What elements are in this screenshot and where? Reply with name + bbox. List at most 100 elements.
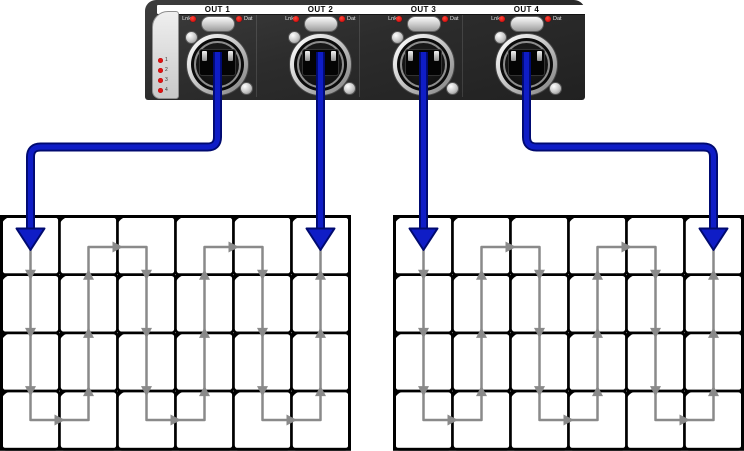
chain-arrow-icon: [83, 269, 94, 280]
led-panel: [290, 215, 351, 277]
panel-corner-notch-icon: [291, 274, 304, 285]
chain-arrow-icon: [228, 241, 239, 253]
chain-arrow-icon: [54, 414, 65, 426]
chain-arrow-icon: [141, 327, 152, 339]
led-panel: [683, 389, 744, 451]
cable-arrow-icon: [305, 227, 336, 251]
led-panel: [451, 215, 512, 277]
panel-grid-border: [0, 215, 351, 451]
output-section-1: OUT 1 Lnk Dat: [165, 0, 270, 100]
led-panel: [393, 215, 454, 277]
panel-corner-notch-icon: [626, 391, 639, 402]
panel-corner-notch-icon: [117, 332, 130, 343]
panel-corner-notch-icon: [684, 216, 697, 227]
panel-corner-notch-icon: [233, 391, 246, 402]
chain-arrow-icon: [199, 269, 210, 280]
panel-corner-notch-icon: [568, 216, 581, 227]
led-panel: [0, 331, 61, 393]
led-panel: [0, 389, 61, 451]
led-panel: [0, 273, 61, 335]
chain-arrow-icon: [476, 269, 487, 280]
chain-arrow-icon: [315, 269, 326, 280]
led-panel: [625, 215, 686, 277]
chain-arrow-icon: [257, 269, 268, 281]
link-label: Lnk: [388, 15, 397, 22]
data-label: Dat: [244, 15, 253, 22]
chain-arrow-icon: [25, 386, 36, 397]
output-section-3: OUT 3 Lnk Dat: [371, 0, 476, 100]
led-panel: [232, 331, 293, 393]
chain-arrow-icon: [315, 327, 326, 338]
rj45-contact: [434, 51, 439, 61]
panel-corner-notch-icon: [1, 274, 14, 285]
chain-arrow-icon: [476, 385, 487, 397]
panel-corner-notch-icon: [117, 274, 130, 285]
panel-corner-notch-icon: [233, 216, 246, 227]
out-label: OUT 1: [204, 5, 231, 14]
out-label: OUT 3: [410, 5, 437, 14]
chain-arrow-icon: [708, 327, 719, 338]
chain-arrow-icon: [534, 269, 545, 281]
led-panel: [58, 331, 119, 393]
panel-corner-notch-icon: [1, 332, 14, 343]
chain-arrow-icon: [418, 386, 429, 397]
panel-corner-notch-icon: [117, 391, 130, 402]
panel-corner-notch-icon: [568, 274, 581, 285]
cable-arrow-icon: [408, 227, 439, 251]
panel-corner-notch-icon: [59, 216, 72, 227]
led-panel: [174, 331, 235, 393]
led-panel: [116, 331, 177, 393]
status-led-icon: [158, 77, 163, 83]
led-panel: [232, 215, 293, 277]
chain-arrow-icon: [25, 327, 36, 339]
status-led-icon: [158, 87, 163, 93]
panel-corner-notch-icon: [233, 332, 246, 343]
ethercon-connector: [495, 33, 558, 96]
data-led-icon: [339, 16, 345, 22]
panel-corner-notch-icon: [59, 391, 72, 402]
panel-corner-notch-icon: [233, 274, 246, 285]
panel-corner-notch-icon: [452, 216, 465, 227]
panel-corner-notch-icon: [510, 332, 523, 343]
led-panel: [58, 215, 119, 277]
led-panel: [625, 331, 686, 393]
led-panel: [625, 389, 686, 451]
led-panel: [683, 331, 744, 393]
led-panel: [509, 273, 570, 335]
rj45-contact: [537, 51, 542, 61]
chain-arrow-icon: [257, 327, 268, 339]
rj45-contact: [305, 51, 310, 61]
panel-corner-notch-icon: [684, 274, 697, 285]
panel-corner-notch-icon: [1, 216, 14, 227]
chain-arrow-icon: [650, 327, 661, 339]
panel-corner-notch-icon: [59, 274, 72, 285]
panel-corner-notch-icon: [175, 274, 188, 285]
out-label: OUT 4: [513, 5, 540, 14]
chain-arrow-icon: [592, 327, 603, 338]
panel-corner-notch-icon: [291, 332, 304, 343]
panel-corner-notch-icon: [452, 274, 465, 285]
daisy-chain-path: [422, 245, 715, 422]
chain-arrow-icon: [650, 269, 661, 281]
led-panel: [232, 389, 293, 451]
panel-corner-notch-icon: [568, 391, 581, 402]
latch-tab: [406, 16, 441, 32]
led-panel: [509, 331, 570, 393]
chain-arrow-icon: [418, 269, 429, 281]
chain-arrow-icon: [170, 414, 181, 426]
panel-corner-notch-icon: [175, 216, 188, 227]
led-panel: [116, 273, 177, 335]
led-panel: [116, 389, 177, 451]
led-panel: [174, 215, 235, 277]
panel-corner-notch-icon: [568, 332, 581, 343]
chain-arrow-icon: [286, 414, 297, 426]
panel-corner-notch-icon: [394, 332, 407, 343]
panel-corner-notch-icon: [510, 274, 523, 285]
panel-corner-notch-icon: [291, 391, 304, 402]
led-panel: [683, 273, 744, 335]
led-panel: [567, 215, 628, 277]
out-label: OUT 2: [307, 5, 334, 14]
rj45-socket: [199, 49, 236, 76]
ethercon-connector: [392, 33, 455, 96]
chain-arrow-icon: [447, 414, 458, 426]
